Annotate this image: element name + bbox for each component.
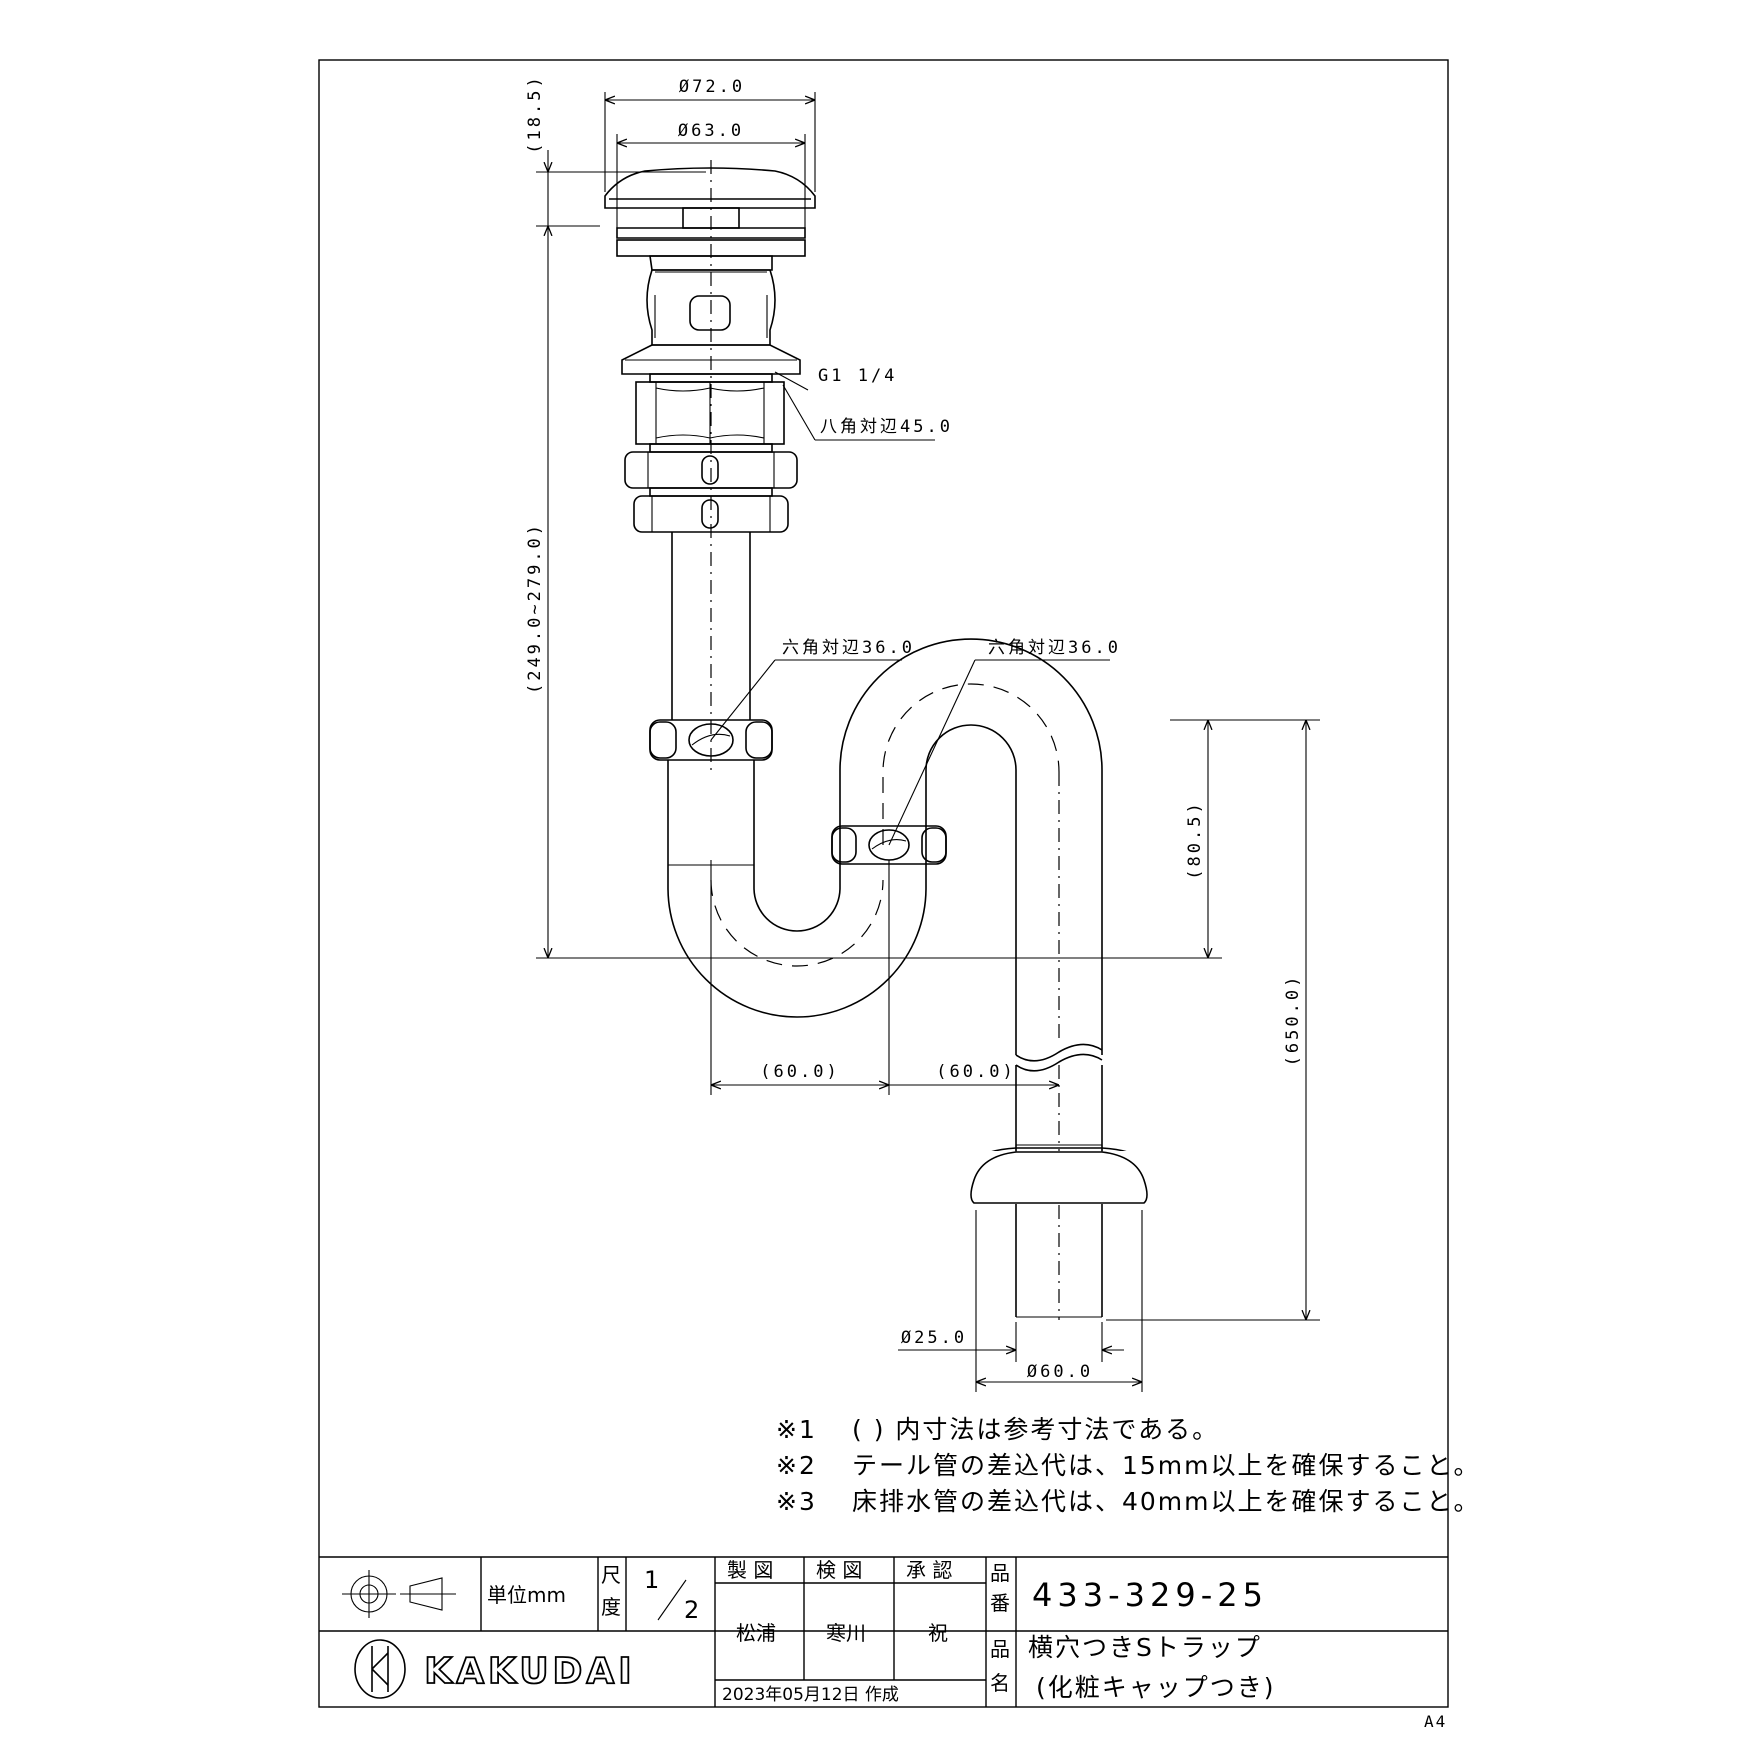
scale-label-1: 尺 (601, 1563, 621, 1587)
part-name-1: 横穴つきSトラップ (1028, 1633, 1262, 1662)
part-no-label-1: 品 (990, 1561, 1010, 1585)
s-trap-body (667, 638, 1143, 1320)
dim-range: (249.0~279.0) (525, 522, 545, 694)
creation-date: 2023年05月12日 作成 (722, 1685, 899, 1705)
drawing-frame (318, 59, 1449, 1708)
overflow-hole (689, 295, 731, 331)
dim-dia-72: Ø72.0 (679, 77, 745, 97)
dim-dia-63: Ø63.0 (678, 121, 744, 141)
part-name-label-1: 品 (990, 1637, 1010, 1661)
note-1: ( ) 内寸法は参考寸法である。 (852, 1415, 1219, 1444)
projection-symbol-icon (342, 1570, 456, 1618)
dim-thread: G1 1/4 (818, 366, 897, 386)
title-block: 単位mm 尺 度 1 2 製 図 検 図 承 認 松浦 寒川 祝 品 番 433… (319, 1556, 1448, 1707)
note-1-mark: ※1 (776, 1415, 817, 1444)
hex-nut-left (649, 719, 773, 761)
paper-size: A4 (1424, 1712, 1447, 1731)
decorative-cap (604, 167, 816, 209)
approved-by: 祝 (928, 1621, 948, 1645)
part-name-label-2: 名 (990, 1671, 1010, 1695)
col-drawn-label: 製 図 (727, 1558, 773, 1582)
drain-flange (616, 227, 806, 239)
drawn-by: 松浦 (736, 1621, 776, 1645)
dim-width-60-right: (60.0) (936, 1062, 1015, 1082)
part-name-2: (化粧キャップつき) (1036, 1673, 1276, 1702)
part-number: 433-329-25 (1032, 1576, 1268, 1614)
note-3: 床排水管の差込代は、40mm以上を確保すること。 (852, 1487, 1481, 1516)
dim-hex-left: 六角対辺36.0 (782, 638, 915, 658)
dim-dia-25: Ø25.0 (901, 1328, 967, 1348)
dim-dia-60: Ø60.0 (1027, 1362, 1093, 1382)
col-approved-label: 承 認 (906, 1558, 952, 1582)
dim-height-18: (18.5) (525, 74, 545, 153)
scale-numerator: 1 (644, 1566, 659, 1594)
scale-label-2: 度 (601, 1595, 621, 1619)
dimension-lines (536, 92, 1320, 1392)
part-no-label-2: 番 (990, 1591, 1010, 1615)
scale-denominator: 2 (684, 1596, 699, 1624)
kakudai-logo (354, 1639, 406, 1699)
dim-height-80: (80.5) (1185, 800, 1205, 879)
notes: ※1 ( ) 内寸法は参考寸法である。 ※2 テール管の差込代は、15mm以上を… (776, 1415, 1481, 1516)
note-2: テール管の差込代は、15mm以上を確保すること。 (852, 1451, 1481, 1480)
checked-by: 寒川 (826, 1621, 866, 1645)
drain-body (649, 255, 773, 271)
dim-hex-right: 六角対辺36.0 (988, 638, 1121, 658)
note-2-mark: ※2 (776, 1451, 817, 1480)
dim-height-650: (650.0) (1283, 974, 1303, 1067)
brand-name: KAKUDAI (424, 1651, 635, 1692)
note-3-mark: ※3 (776, 1487, 817, 1516)
unit-label: 単位mm (487, 1583, 566, 1607)
drain-assembly (604, 167, 816, 720)
dim-octagon: 八角対辺45.0 (820, 417, 953, 437)
dim-width-60-left: (60.0) (760, 1062, 839, 1082)
col-checked-label: 検 図 (816, 1558, 862, 1582)
